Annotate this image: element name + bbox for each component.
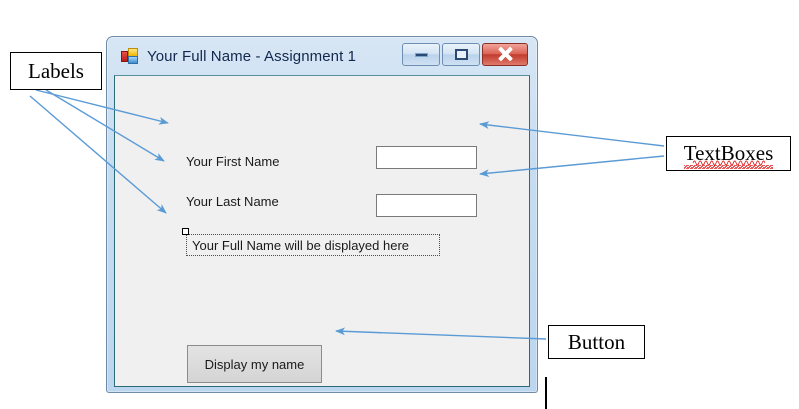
label-full-name-output[interactable]: Your Full Name will be displayed here [186, 234, 440, 256]
title-bar[interactable]: Your Full Name - Assignment 1 [114, 37, 530, 75]
icon-red-square [121, 51, 128, 62]
textbox-first-name[interactable] [376, 146, 477, 169]
label-your-last-name: Your Last Name [186, 194, 279, 209]
form-client-area: Your First Name Your Last Name Your Full… [114, 75, 530, 387]
minimize-icon [414, 52, 428, 57]
visual-basic-form-icon [121, 48, 138, 64]
maximize-button[interactable] [442, 43, 480, 66]
callout-textboxes: TextBoxes [666, 136, 791, 171]
spellcheck-squiggle-icon [692, 160, 766, 166]
text-caret [545, 377, 547, 409]
window-title: Your Full Name - Assignment 1 [147, 47, 357, 65]
icon-blue-square [128, 56, 138, 64]
window-controls[interactable] [402, 43, 528, 66]
maximize-icon [454, 49, 468, 60]
label-your-first-name: Your First Name [186, 154, 280, 169]
display-my-name-button[interactable]: Display my name [187, 345, 322, 383]
minimize-button[interactable] [402, 43, 440, 66]
callout-labels: Labels [10, 52, 102, 90]
callout-textboxes-text: TextBoxes [683, 140, 774, 169]
textbox-last-name[interactable] [376, 194, 477, 217]
callout-button-text: Button [567, 329, 626, 354]
vb-form-window[interactable]: Your Full Name - Assignment 1 Your First… [106, 36, 538, 393]
callout-button: Button [548, 325, 645, 359]
close-button[interactable] [482, 43, 528, 66]
output-label-container[interactable]: Your Full Name will be displayed here [182, 228, 440, 256]
close-icon [498, 47, 513, 62]
selection-handle[interactable] [182, 228, 189, 235]
callout-labels-text: Labels [28, 58, 84, 83]
